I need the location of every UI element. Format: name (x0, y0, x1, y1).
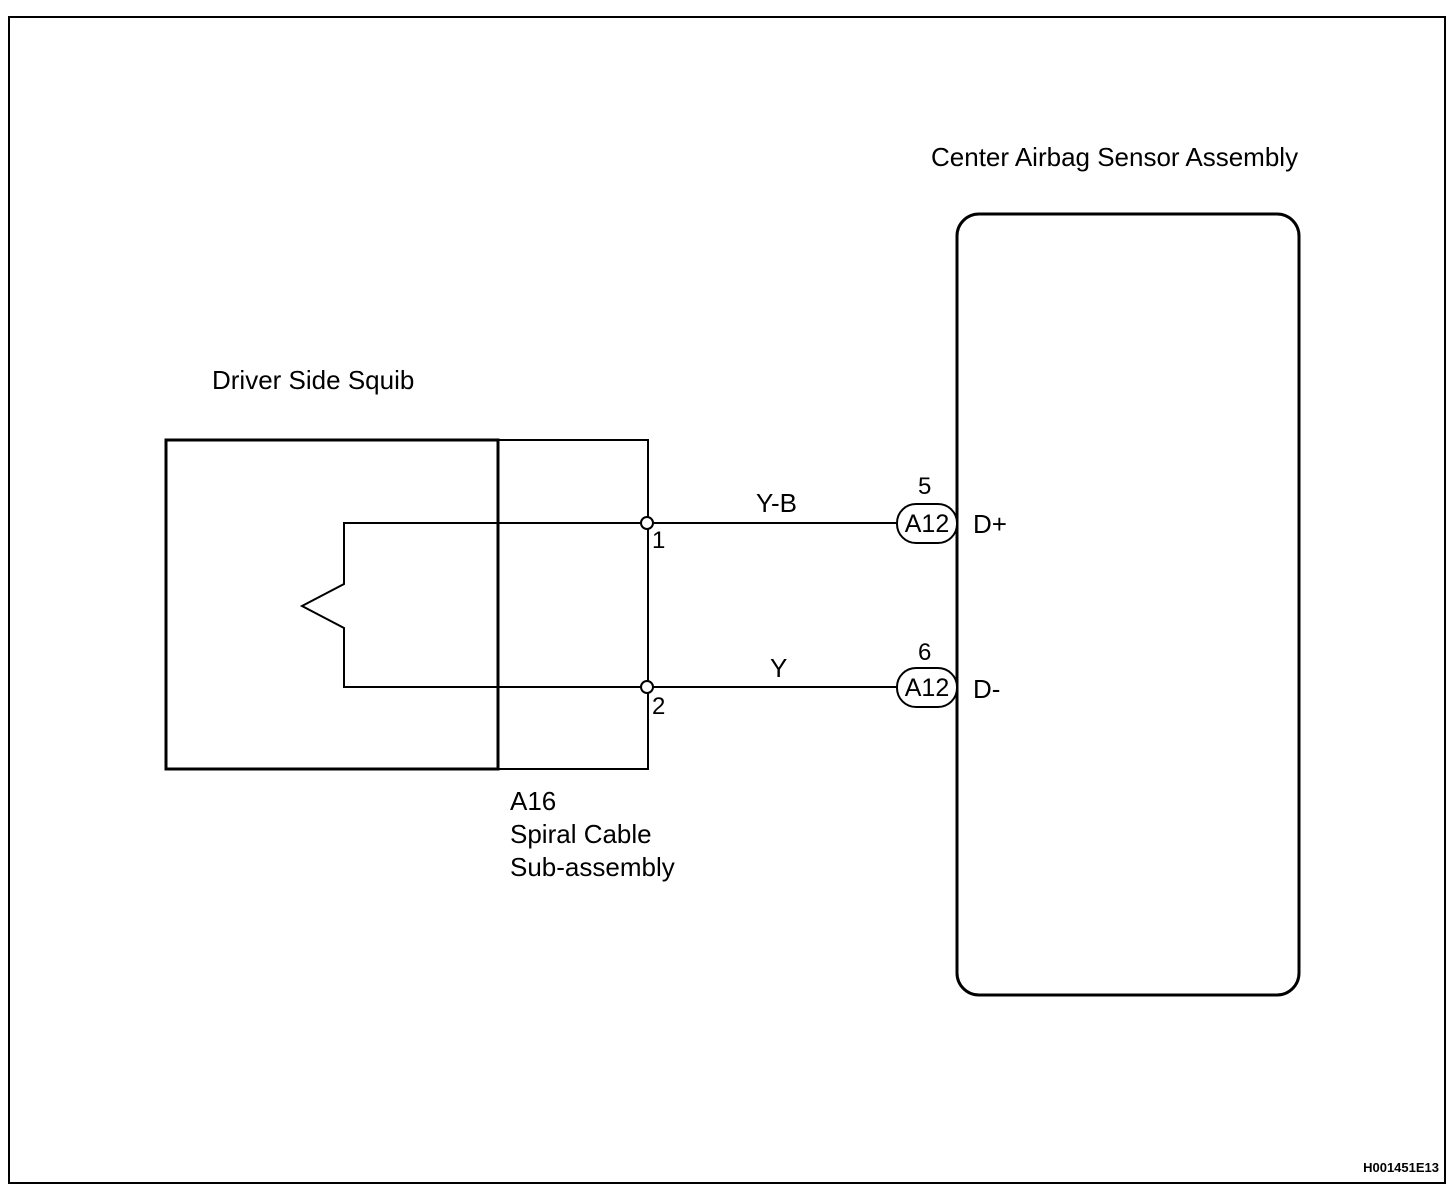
spiral-cable-box (498, 439, 649, 770)
wire-2-color-label: Y (770, 653, 787, 683)
figure-reference: H001451E13 (1363, 1160, 1439, 1175)
sensor-title: Center Airbag Sensor Assembly (931, 142, 1298, 172)
wire-1-color-label: Y-B (756, 488, 797, 518)
signal-d-minus-label: D- (973, 674, 1000, 704)
squib-element-symbol (299, 522, 646, 688)
sensor-pin-5-label: 5 (918, 473, 931, 500)
diagram-frame (8, 16, 1446, 1184)
sensor-pin-6-label: 6 (918, 639, 931, 666)
connector-a12-upper (896, 503, 958, 544)
squib-title: Driver Side Squib (212, 365, 414, 395)
spiral-cable-name-line1: Spiral Cable (510, 819, 652, 849)
squib-box (164, 438, 500, 771)
spiral-pin-2-label: 2 (652, 693, 665, 720)
spiral-cable-code: A16 (510, 786, 556, 816)
spiral-cable-name-line2: Sub-assembly (510, 852, 675, 882)
connector-a12-lower-label: A12 (905, 674, 949, 702)
spiral-pin-1-label: 1 (652, 527, 665, 554)
spiral-terminal-2 (640, 680, 654, 694)
signal-d-plus-label: D+ (973, 509, 1007, 539)
spiral-terminal-1 (640, 516, 654, 530)
connector-a12-lower (896, 667, 958, 708)
sensor-assembly-box (955, 212, 1301, 997)
connector-a12-upper-label: A12 (905, 510, 949, 538)
